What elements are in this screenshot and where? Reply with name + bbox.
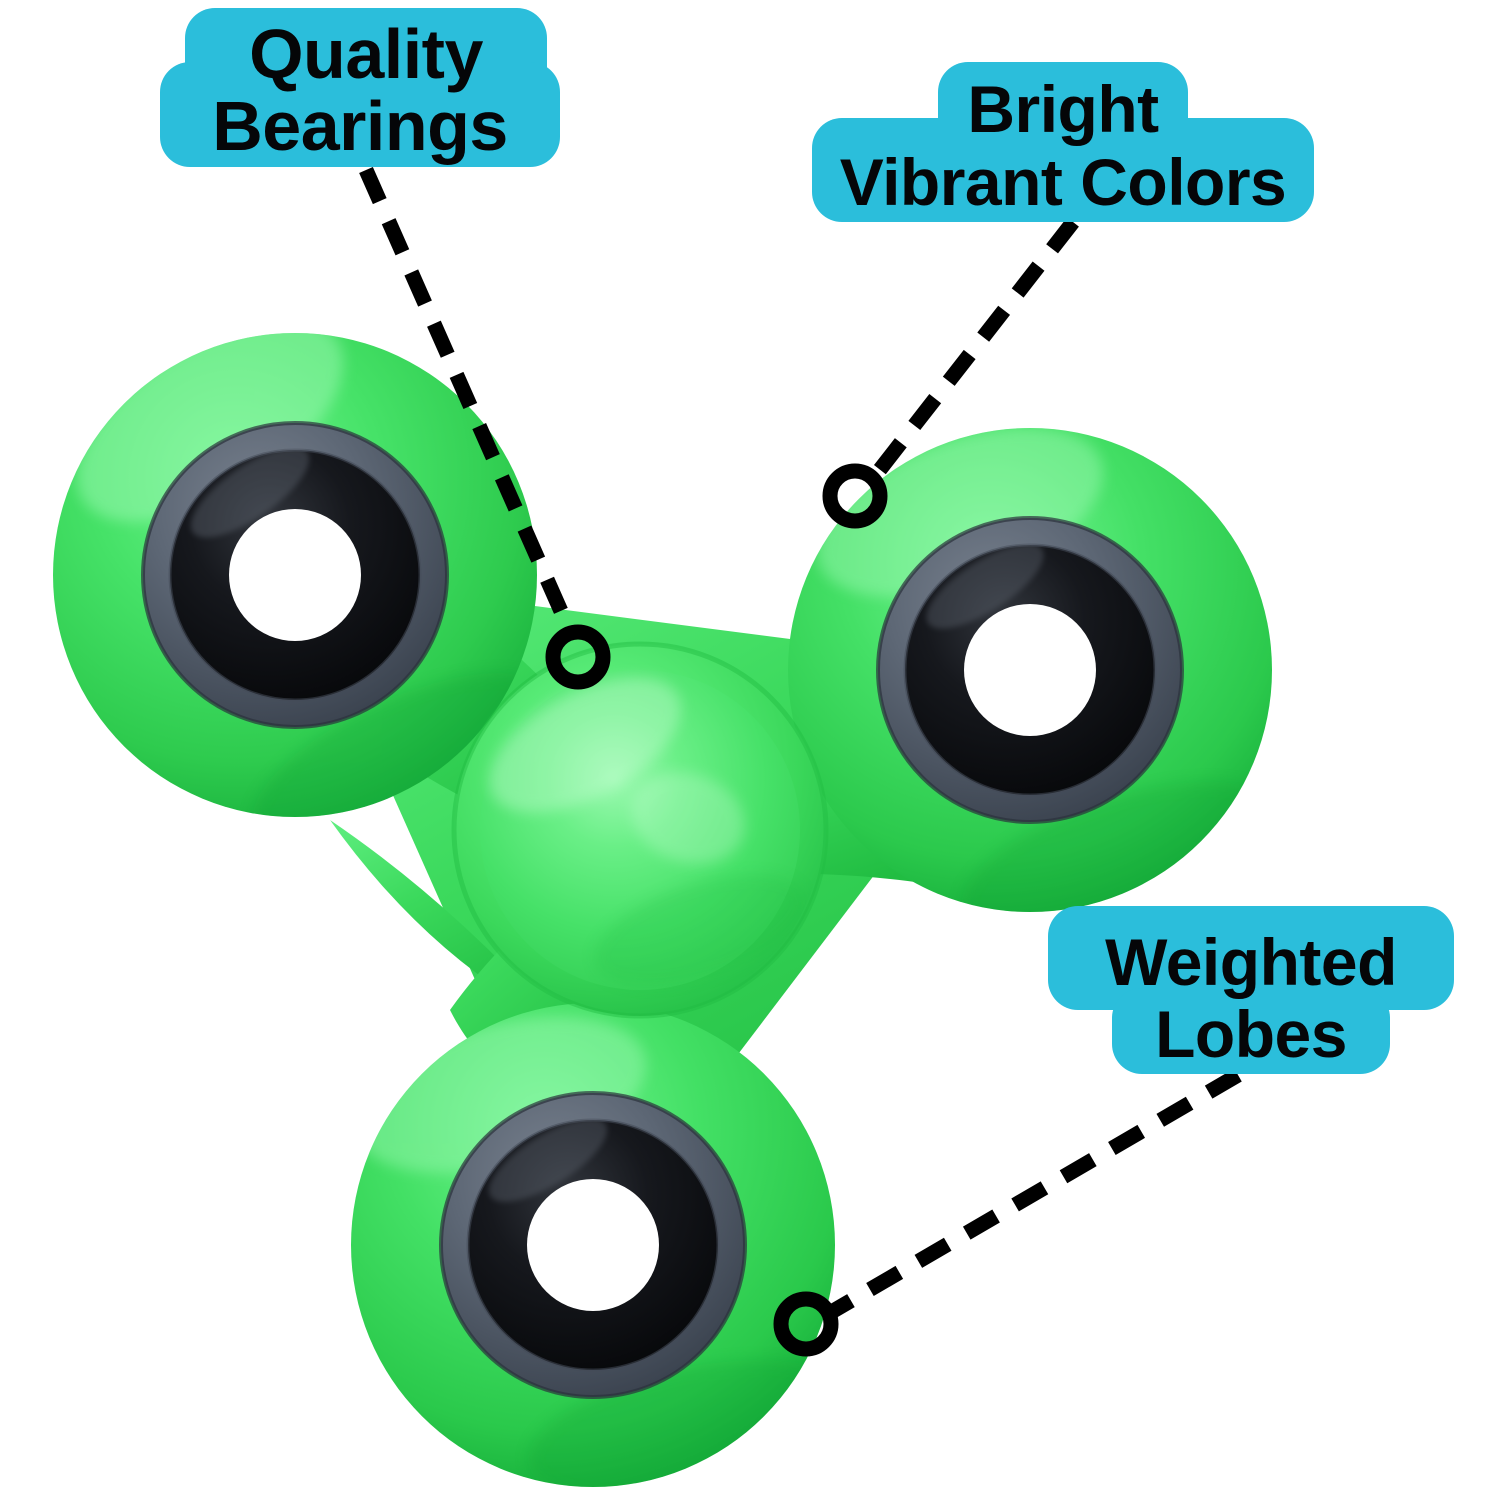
callout-bubble-row1 xyxy=(1048,906,1454,1010)
hub-highlight xyxy=(489,677,681,813)
hub-shadow xyxy=(594,874,806,986)
lobe-highlight xyxy=(76,333,344,522)
callout-bubble-row2 xyxy=(812,118,1314,222)
lobe-right xyxy=(788,428,1272,912)
endpoint-dot-bright-vibrant-colors xyxy=(822,463,888,529)
leader-lines xyxy=(359,166,1242,1321)
arm-cut-top xyxy=(440,280,900,505)
callout-line2-lobes: Lobes xyxy=(1155,997,1347,1071)
lobe-shadow xyxy=(252,673,537,817)
center-hub xyxy=(451,641,829,1019)
fidget-spinner-graphic xyxy=(53,280,1272,1487)
callout-weighted-lobes[interactable]: Weighted Lobes xyxy=(1048,906,1454,1074)
leader-endpoints xyxy=(545,463,888,1357)
lobe-shadow xyxy=(961,782,1272,912)
callout-bubble-row2 xyxy=(160,62,560,167)
bearing-hole xyxy=(229,509,361,641)
bearing-gloss xyxy=(926,543,1044,629)
bearing-gloss xyxy=(190,446,310,538)
bearing-hole xyxy=(527,1179,659,1311)
bearing-gloss xyxy=(488,1118,608,1202)
callout-line1-quality: Quality xyxy=(249,15,483,93)
endpoint-dot-quality-bearings xyxy=(545,624,611,690)
lobe-bottom xyxy=(351,1003,835,1487)
bearing-hole xyxy=(964,604,1096,736)
callout-bright-vibrant-colors[interactable]: Bright Vibrant Colors xyxy=(812,62,1314,222)
lobe-top-left xyxy=(53,333,537,817)
arm-cut-left xyxy=(110,790,368,1300)
endpoint-dot-weighted-lobes xyxy=(773,1291,839,1357)
callout-line2-vibrant-colors: Vibrant Colors xyxy=(840,145,1287,219)
leader-line-quality-bearings xyxy=(359,166,579,640)
hub-swirl xyxy=(631,772,745,864)
leader-line-weighted-lobes xyxy=(824,1068,1242,1321)
callout-line1-bright: Bright xyxy=(967,72,1159,146)
callout-quality-bearings[interactable]: Quality Bearings xyxy=(160,8,560,167)
callout-line2-bearings: Bearings xyxy=(212,87,508,165)
callout-bubble-row2 xyxy=(1112,988,1390,1074)
callout-line1-weighted: Weighted xyxy=(1105,925,1397,999)
